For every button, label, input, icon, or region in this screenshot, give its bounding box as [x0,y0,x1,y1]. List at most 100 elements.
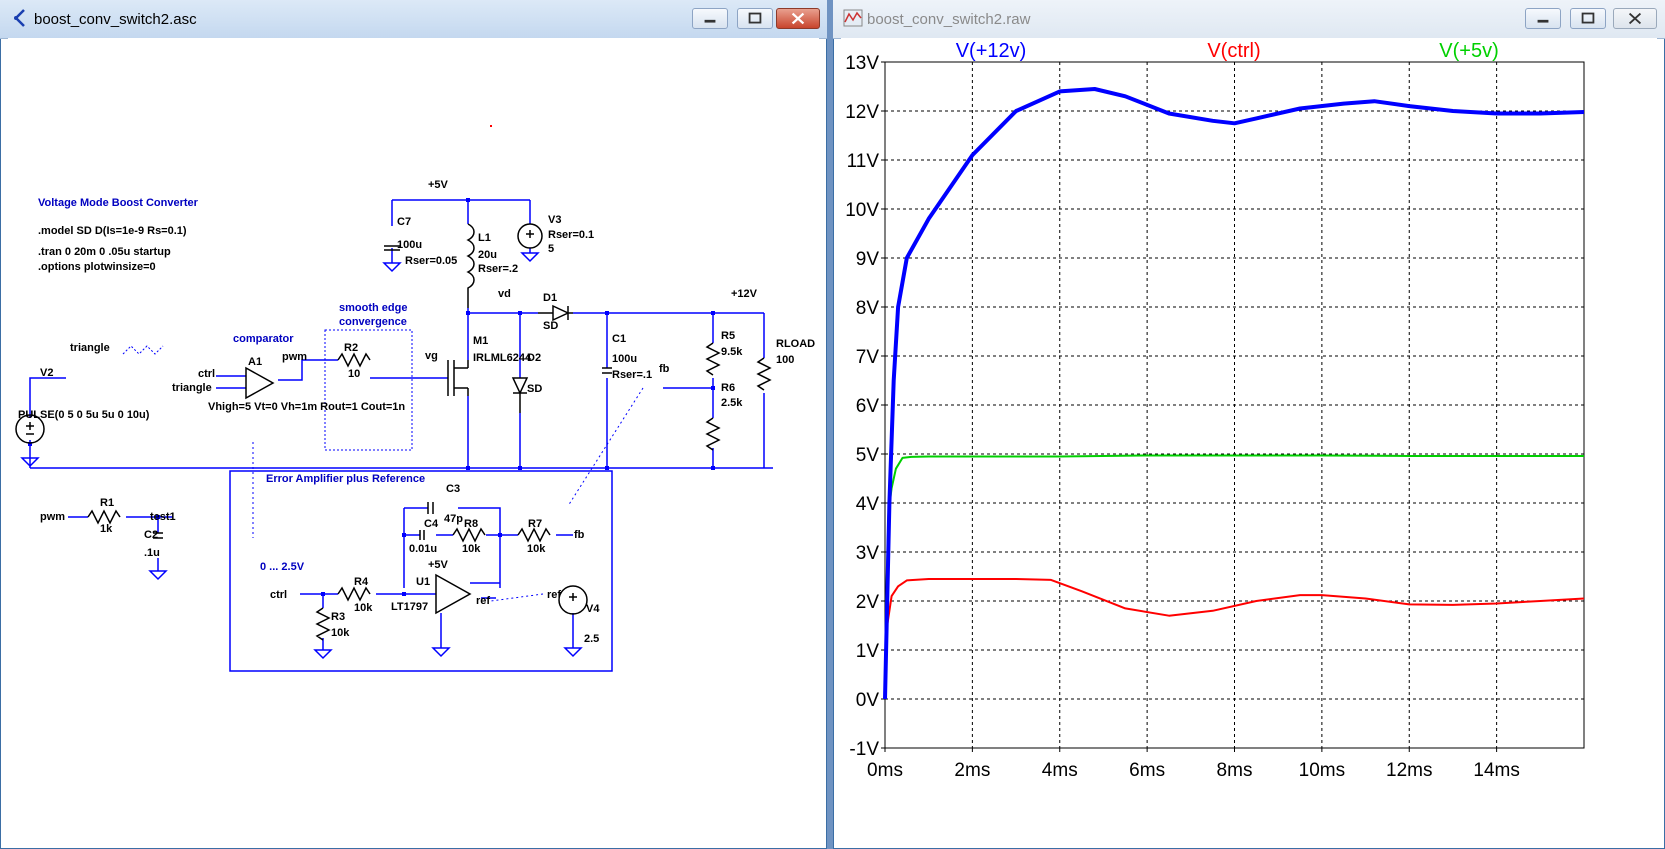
r4-value: 10k [354,602,373,614]
r8-name: R8 [464,518,478,530]
rload-name: RLOAD [776,338,815,350]
y-tick-label: 2V [856,592,880,613]
waveform-maximize-button[interactable] [1570,8,1606,29]
x-tick-label: 2ms [954,760,990,781]
net-ctrl-ea: ctrl [270,589,287,601]
net-ref-ea: ref [476,595,490,607]
legend-trace-v5[interactable]: V(+5v) [1439,40,1498,62]
r1-name: R1 [100,497,114,509]
net-triangle: triangle [70,342,110,354]
a1-value: Vhigh=5 Vt=0 Vh=1m Rout=1 Cout=1n [208,401,405,413]
waveform-minimize-button[interactable] [1525,8,1561,29]
x-tick-label: 4ms [1042,760,1078,781]
trace-v12[interactable] [883,87,1585,700]
l1-name: L1 [478,232,491,244]
c4-name: C4 [424,518,439,530]
y-tick-label: 3V [856,543,880,564]
x-tick-label: 10ms [1299,760,1345,781]
v3-name: V3 [548,214,561,226]
c3-name: C3 [446,483,460,495]
net-fb-ea: fb [574,529,585,541]
net-vd: vd [498,288,511,300]
minimize-button[interactable] [692,8,728,29]
note-smooth-2: convergence [339,316,407,328]
x-axis-ticks: 0ms 2ms 4ms 6ms 8ms 10ms 12ms 14ms [867,748,1520,781]
d2-name: D2 [527,352,541,364]
v4-name: V4 [586,603,600,615]
note-smooth-1: smooth edge [339,302,407,314]
net-test1: test1 [150,511,176,523]
legend-trace-v12[interactable]: V(+12v) [956,40,1027,62]
d2-value: SD [527,383,542,395]
y-tick-label: 13V [845,53,879,74]
y-tick-label: 11V [847,151,880,172]
r4-name: R4 [354,576,369,588]
note-comparator: comparator [233,333,294,345]
r7-value: 10k [527,543,546,555]
c7-value: 100u [397,239,422,251]
y-tick-label: 10V [845,200,879,221]
y-tick-label: 5V [856,445,880,466]
y-tick-label: 12V [845,102,879,123]
a1-name: A1 [248,356,262,368]
r2-value: 10 [348,368,360,380]
net-p12v: +12V [731,288,758,300]
maximize-button[interactable] [737,8,773,29]
r2-name: R2 [344,342,358,354]
waveform-title: boost_conv_switch2.raw [867,11,1031,28]
trace-legend[interactable]: V(+12v) V(ctrl) V(+5v) [956,40,1499,62]
schematic-drawing: Voltage Mode Boost Converter .model SD D… [15,125,815,672]
r8-value: 10k [462,543,481,555]
v4-value: 2.5 [584,633,599,645]
u1-name: U1 [416,576,430,588]
y-tick-label: 9V [856,249,880,270]
y-tick-label: 0V [856,690,880,711]
c1-name: C1 [612,333,626,345]
x-tick-label: 6ms [1129,760,1165,781]
schematic-canvas[interactable]: Voltage Mode Boost Converter .model SD D… [8,38,819,841]
r3-name: R3 [331,611,345,623]
x-tick-label: 12ms [1386,760,1432,781]
l1-value: 20u [478,249,497,261]
waveform-titlebar[interactable]: boost_conv_switch2.raw [833,0,1665,39]
u1-value: LT1797 [391,601,428,613]
u1-supply: +5V [428,559,449,571]
x-tick-label: 0ms [867,760,903,781]
note-range: 0 ... 2.5V [260,561,305,573]
x-tick-label: 8ms [1217,760,1253,781]
close-button[interactable] [776,8,820,29]
x-tick-label: 14ms [1473,760,1519,781]
v3-value: 5 [548,243,554,255]
schematic-titlebar[interactable]: boost_conv_switch2.asc [0,0,827,39]
net-ctrl: ctrl [198,368,215,380]
r7-name: R7 [528,518,542,530]
net-ref-v4: ref [547,589,561,601]
trace-ctrl[interactable] [884,578,1585,700]
y-tick-label: 4V [856,494,880,515]
c2-name: C2 [144,529,158,541]
rload-value: 100 [776,354,794,366]
directive-tran: .tran 0 20m 0 .05u startup [38,246,171,258]
traces [883,87,1585,700]
y-tick-label: 7V [856,347,880,368]
c4-value: 0.01u [409,543,437,555]
r1-value: 1k [100,523,113,535]
legend-trace-ctrl[interactable]: V(ctrl) [1207,40,1260,62]
y-tick-label: -1V [849,739,879,760]
net-triangle-in: triangle [172,382,212,394]
v2-name: V2 [40,367,53,379]
d1-name: D1 [543,292,557,304]
c7-name: C7 [397,216,411,228]
waveform-icon [843,9,863,27]
c1-rser: Rser=.1 [612,369,652,381]
waveform-close-button[interactable] [1613,8,1657,29]
y-tick-label: 1V [856,641,880,662]
y-tick-label: 8V [856,298,880,319]
m1-name: M1 [473,335,488,347]
ltspice-schematic-icon [14,9,25,27]
net-pwm-r1: pwm [40,511,65,523]
